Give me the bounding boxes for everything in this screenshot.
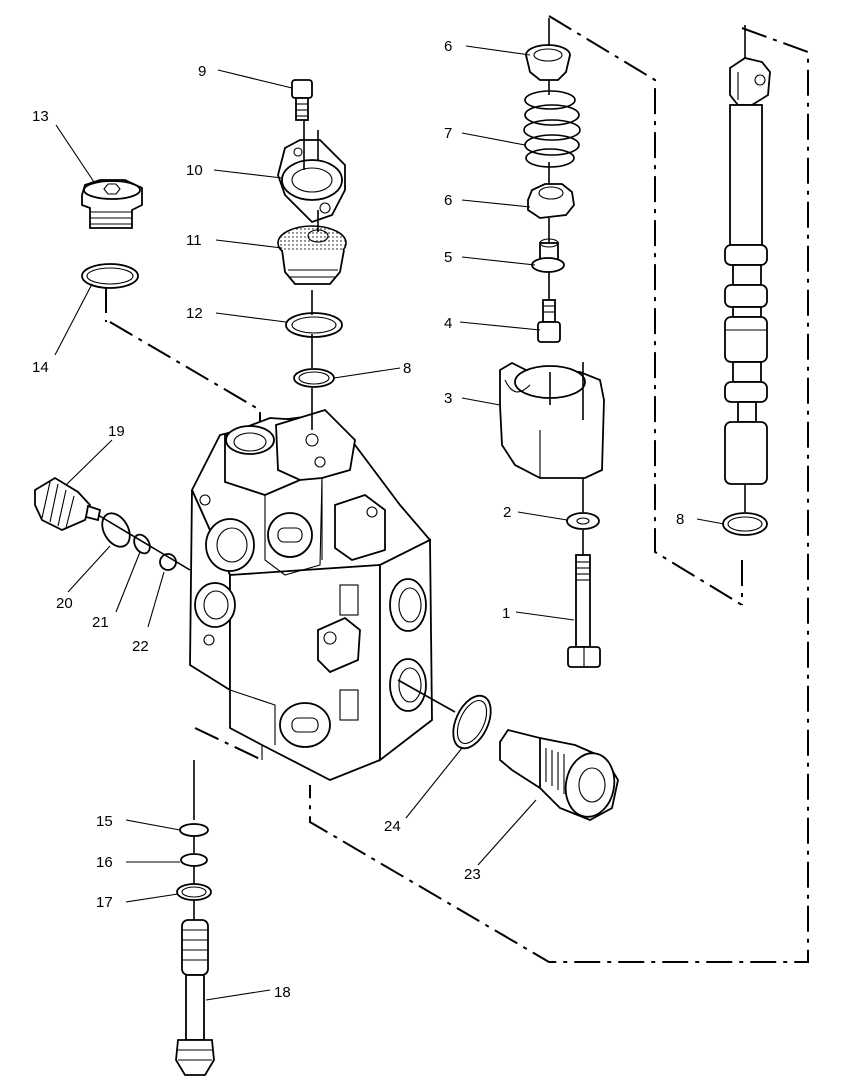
washer-part-2	[566, 512, 600, 530]
label-part-8-left: 8	[403, 360, 411, 377]
label-part-17: 17	[96, 894, 113, 911]
label-part-18: 18	[274, 984, 291, 1001]
o-ring-part-24	[452, 694, 492, 750]
bolt-part-1	[567, 554, 601, 668]
spring-part-7	[523, 90, 581, 168]
bolt-part-4	[537, 299, 561, 343]
label-part-16: 16	[96, 854, 113, 871]
part-labels: 6 7 6 5 4 3 2 1 8 9 10 11 12 8 13 14 19 …	[32, 38, 684, 1001]
label-part-10: 10	[186, 162, 203, 179]
relief-valve-part-23	[499, 728, 619, 821]
label-part-15: 15	[96, 813, 113, 830]
label-part-14: 14	[32, 359, 49, 376]
spring-seat-part-6-top	[525, 44, 571, 81]
spool-assembly	[724, 25, 771, 512]
stem-part-18	[175, 919, 215, 1076]
label-part-23: 23	[464, 866, 481, 883]
label-part-9: 9	[198, 63, 206, 80]
label-part-7: 7	[444, 125, 452, 142]
bushing-part-5	[531, 238, 565, 273]
label-part-1: 1	[502, 605, 510, 622]
flange-part-10	[277, 120, 346, 224]
label-part-2: 2	[503, 504, 511, 521]
o-ring-part-15	[179, 823, 209, 837]
label-part-24: 24	[384, 818, 401, 835]
spring-seat-part-6-bottom	[527, 183, 575, 219]
label-part-8-right: 8	[676, 511, 684, 528]
label-part-6-top: 6	[444, 38, 452, 55]
valve-body	[189, 408, 433, 781]
label-part-20: 20	[56, 595, 73, 612]
label-part-13: 13	[32, 108, 49, 125]
o-ring-part-21	[133, 533, 151, 555]
label-part-6-bottom: 6	[444, 192, 452, 209]
o-ring-part-16	[180, 853, 208, 867]
housing-part-3	[499, 361, 605, 479]
label-part-12: 12	[186, 305, 203, 322]
label-part-21: 21	[92, 614, 109, 631]
plug-part-19	[34, 476, 102, 531]
leader-lines	[54, 45, 725, 1001]
label-part-5: 5	[444, 249, 452, 266]
label-part-4: 4	[444, 315, 452, 332]
plug-part-13	[81, 179, 143, 229]
cap-part-11	[277, 210, 347, 285]
label-part-3: 3	[444, 390, 452, 407]
label-part-11: 11	[186, 232, 202, 249]
label-part-22: 22	[132, 638, 149, 655]
label-part-19: 19	[108, 423, 125, 440]
screw-part-9	[291, 79, 313, 121]
o-ring-part-20	[101, 512, 131, 548]
o-ring-part-8-right	[722, 512, 768, 536]
